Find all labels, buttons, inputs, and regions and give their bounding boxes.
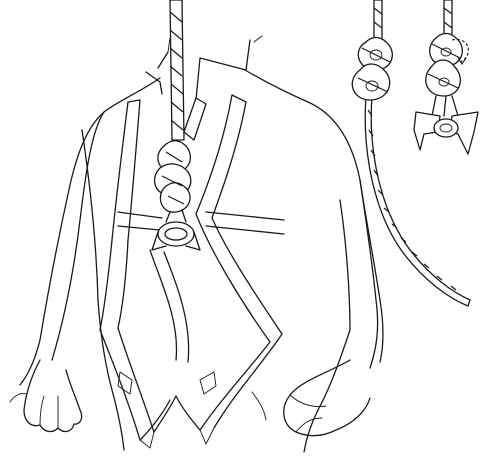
right-arm <box>340 180 378 368</box>
rope-standing-part <box>170 0 184 140</box>
right-fingers <box>290 395 326 432</box>
left-hand <box>24 360 82 432</box>
left-thumb <box>10 393 26 402</box>
strap-end-right <box>200 428 214 444</box>
strap-end-left <box>140 432 154 448</box>
left-fingers <box>40 396 58 428</box>
right-leg-strap <box>196 214 282 430</box>
neck-line <box>168 38 170 52</box>
cross-strap <box>150 250 189 362</box>
detail-eight-lower <box>352 64 389 100</box>
detail-knot-right <box>414 0 478 154</box>
chest-strap <box>118 212 284 234</box>
detail2-rope-legs <box>432 96 458 116</box>
right-strap-top <box>232 95 246 102</box>
rope-tail <box>184 98 206 140</box>
harness <box>100 95 284 448</box>
body-outline-right <box>245 70 383 362</box>
knot-loop-3 <box>160 183 190 212</box>
right-hand <box>284 360 370 436</box>
left-leg-strap <box>100 240 154 440</box>
detail2-rope-top <box>444 0 452 36</box>
right-thumb <box>252 392 266 420</box>
body-outline <box>20 78 160 385</box>
buckle-right <box>200 372 216 394</box>
d-ring <box>158 222 194 246</box>
left-shoulder-strap <box>112 100 140 240</box>
rope <box>155 0 206 222</box>
collar-left <box>146 72 162 94</box>
detail-rope-top <box>374 0 382 40</box>
left-strap-top <box>128 100 140 102</box>
neck-line-right <box>254 36 262 42</box>
detail2-d-ring <box>434 119 458 137</box>
